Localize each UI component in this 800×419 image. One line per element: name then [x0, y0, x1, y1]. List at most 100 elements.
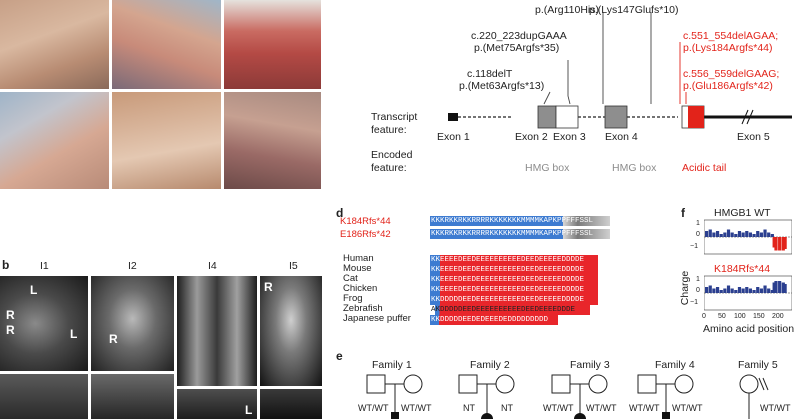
charge-bar: [741, 232, 745, 237]
mutation-label-red: c.556_559delGAAG;: [683, 68, 780, 80]
patient-id: I1: [40, 260, 49, 272]
charge-plot-svg: [704, 219, 792, 311]
mutation-label-red: c.551_554delAGAA;: [683, 30, 779, 42]
charge-bar: [719, 290, 723, 293]
x-tick: 0: [702, 313, 706, 320]
charge-bar: [763, 229, 767, 237]
species-label: Mouse: [343, 263, 372, 274]
charge-bar: [734, 290, 738, 293]
x-tick: 200: [772, 313, 784, 320]
genotype-label: WT/WT: [629, 403, 660, 413]
mutation-label: p.(Met63Argfs*13): [459, 80, 545, 92]
encoded-feature-label: feature:: [371, 162, 407, 174]
charge-bar: [723, 288, 727, 293]
pedigree-affected: [391, 412, 399, 419]
xray-i2-chest: [91, 276, 174, 371]
patient-id: I5: [289, 260, 298, 272]
charge-bar: [781, 237, 785, 251]
pedigree-female: [674, 374, 694, 394]
y-tick: 1: [696, 220, 700, 227]
charge-bar: [715, 231, 720, 237]
mutation-label: p.(Lys147Glufs*10): [589, 4, 679, 16]
pedigree-break: [762, 377, 769, 391]
pedigree-affected: [574, 413, 586, 419]
acidic-tail-label: Acidic tail: [682, 162, 727, 174]
y-tick: 0: [696, 287, 700, 294]
pedigree-affected: [481, 413, 493, 419]
pedigree-female: [403, 374, 423, 394]
xray-i1-feet: [0, 374, 88, 419]
side-marker: L: [30, 283, 38, 297]
exon-label: Exon 4: [605, 131, 638, 143]
species-seq: KKDDDDDEEDEEEEEEEEEEDEEDEEEEEDDDDE: [431, 296, 585, 304]
species-label: Cat: [343, 273, 358, 284]
mutation-label-red: p.(Lys184Argfs*44): [683, 42, 773, 54]
genotype-label: WT/WT: [358, 403, 389, 413]
pedigree-female: [739, 374, 759, 394]
charge-bar: [752, 290, 756, 293]
genotype-label: NT: [463, 403, 475, 413]
exon-label: Exon 1: [437, 131, 470, 143]
encoded-feature-label: Encoded: [371, 149, 413, 161]
panel-f-letter: f: [681, 206, 685, 220]
patient-id: I2: [128, 260, 137, 272]
species-seq: AKDDDDDEEDEEEEEEEEEEDEEDEEEEDDDE: [431, 306, 576, 314]
species-label: Chicken: [343, 283, 378, 294]
patient-id: I4: [208, 260, 217, 272]
mutant-label: K184Rfs*44: [340, 216, 391, 227]
charge-bar: [772, 282, 776, 293]
genotype-label: WT/WT: [543, 403, 574, 413]
y-tick: 1: [696, 276, 700, 283]
side-marker: R: [264, 280, 273, 294]
y-tick: −1: [690, 299, 698, 306]
species-seq: KKEEEEDEEDEEEEEEEEEEDEEDEEEEEDDDDE: [431, 266, 585, 274]
charge-bar: [774, 281, 778, 293]
family-title: Family 2: [470, 359, 510, 371]
genotype-label: WT/WT: [760, 403, 791, 413]
side-marker: R: [109, 332, 118, 346]
xray-i4-legs: [177, 276, 257, 386]
genotype-label: NT: [501, 403, 513, 413]
panel-d-letter: d: [336, 206, 344, 220]
transcript-feature-label: feature:: [371, 124, 407, 136]
mutant-seq-bg: [430, 229, 610, 239]
species-seq: KKEEEEDEEDEEEEEEEEEEDEEDEEEEEDDDDE: [431, 256, 585, 264]
pedigree-affected: [662, 412, 670, 419]
charge-bar: [741, 288, 745, 293]
x-axis-label: Amino acid position: [703, 323, 795, 335]
plot-frame: [704, 275, 792, 311]
foot-photo-1: [0, 92, 109, 189]
mutant-seq: KKKRKKRKKRRRRKKKKKKKMMMMKAPKPPFFFSSL: [431, 230, 594, 238]
charge-bar: [752, 234, 756, 237]
x-tick: 50: [718, 313, 726, 320]
pedigree-svg: [366, 374, 769, 419]
family-title: Family 3: [570, 359, 610, 371]
species-seq: KKEEEEDEEDEEEEEEEEEEDEEDEEEEEDDDDE: [431, 276, 585, 284]
panel-b-letter: b: [2, 258, 10, 272]
charge-bar: [756, 287, 760, 293]
charge-bar: [748, 232, 753, 237]
charge-bar: [712, 232, 716, 237]
mutant-seq-bg: [430, 216, 610, 226]
side-marker: L: [70, 327, 78, 341]
exon-label: Exon 3: [553, 131, 586, 143]
acidic-tail-rect: [688, 106, 704, 128]
pedigree-male: [366, 374, 386, 394]
charge-bar: [759, 232, 763, 237]
transcript-svg: [448, 12, 792, 129]
plot-title: HMGB1 WT: [714, 207, 771, 219]
xray-i5-extra: [260, 389, 322, 419]
species-label: Human: [343, 253, 374, 264]
charge-bar: [705, 231, 709, 237]
break-mark: [746, 109, 754, 125]
charge-bar: [767, 232, 771, 237]
species-seq-bg: [430, 295, 598, 305]
genotype-label: WT/WT: [401, 403, 432, 413]
mutation-label-red: p.(Glu186Argfs*42): [683, 80, 773, 92]
charge-bar: [719, 234, 723, 237]
species-seq-bg: [430, 305, 590, 315]
panel-e-letter: e: [336, 349, 343, 363]
transcript-feature-label: Transcript: [371, 111, 418, 123]
exon4-rect: [604, 105, 628, 129]
pedigree-male: [637, 374, 657, 394]
